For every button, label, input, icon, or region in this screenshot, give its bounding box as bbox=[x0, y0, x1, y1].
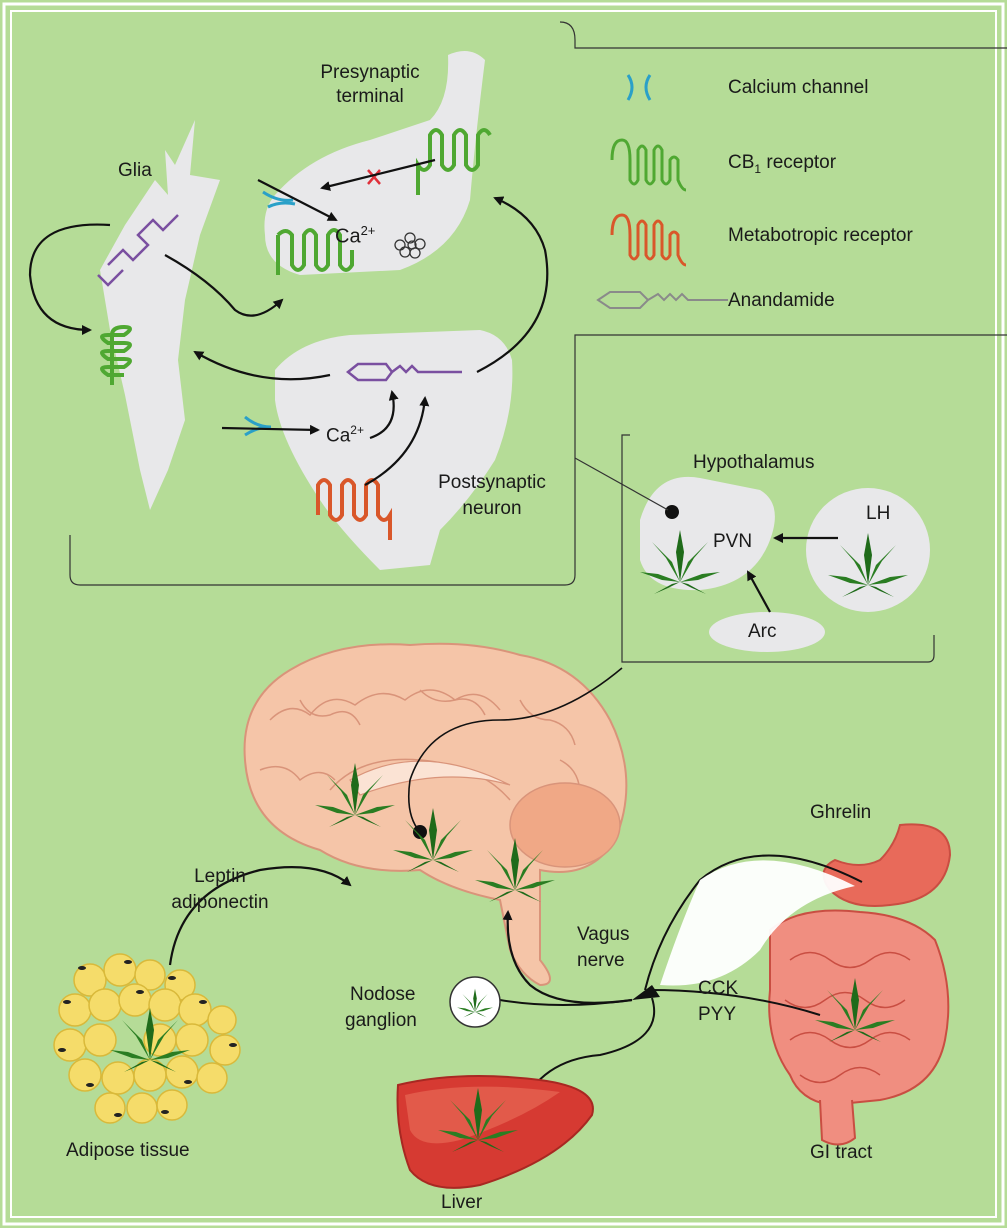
label-lh: LH bbox=[866, 503, 890, 525]
label-terminal: terminal bbox=[300, 86, 440, 108]
rectum bbox=[820, 1100, 855, 1145]
label-liver: Liver bbox=[441, 1192, 482, 1214]
arrow-arc-to-pvn bbox=[748, 572, 770, 612]
label-ca-pre: Ca2+ bbox=[335, 220, 375, 248]
legend-panel-border bbox=[560, 22, 1007, 48]
label-cck: CCK bbox=[698, 978, 738, 1000]
label-nerve: nerve bbox=[577, 950, 625, 972]
label-postsynaptic: Postsynaptic bbox=[412, 472, 572, 494]
label-ganglion: ganglion bbox=[345, 1010, 417, 1032]
pvn-region bbox=[640, 477, 775, 590]
legend-calcium-channel: Calcium channel bbox=[728, 77, 868, 99]
label-arc: Arc bbox=[748, 621, 777, 643]
adipose-tissue bbox=[54, 954, 240, 1123]
arrow-glia-loop bbox=[30, 225, 110, 330]
postsynaptic-neuron bbox=[275, 330, 512, 570]
calcium-channel-post bbox=[245, 417, 271, 435]
cerebellum bbox=[510, 783, 620, 867]
label-ghrelin: Ghrelin bbox=[810, 802, 871, 824]
label-neuron: neuron bbox=[412, 498, 572, 520]
label-gi-tract: GI tract bbox=[810, 1142, 872, 1164]
legend-metabotropic-icon bbox=[612, 215, 686, 265]
legend-cb1-receptor: CB1 receptor bbox=[728, 152, 836, 180]
label-leptin: Leptin bbox=[150, 866, 290, 888]
label-glia: Glia bbox=[118, 160, 152, 182]
legend-cb1-icon bbox=[612, 140, 686, 190]
label-adipose: Adipose tissue bbox=[66, 1140, 190, 1162]
label-vagus: Vagus bbox=[577, 924, 629, 946]
legend-anandamide: Anandamide bbox=[728, 290, 835, 312]
label-adiponectin: adiponectin bbox=[150, 892, 290, 914]
legend-metabotropic: Metabotropic receptor bbox=[728, 225, 913, 247]
label-pyy: PYY bbox=[698, 1004, 736, 1026]
label-hypothalamus: Hypothalamus bbox=[693, 452, 814, 474]
legend-anandamide-icon bbox=[598, 292, 728, 308]
legend-calcium-channel-icon bbox=[628, 75, 650, 100]
label-presynaptic: Presynaptic bbox=[300, 62, 440, 84]
label-ca-post: Ca2+ bbox=[326, 419, 364, 447]
label-nodose: Nodose bbox=[350, 984, 416, 1006]
hypothalamus-dot bbox=[665, 505, 679, 519]
stomach bbox=[824, 824, 950, 906]
label-pvn: PVN bbox=[713, 531, 752, 553]
